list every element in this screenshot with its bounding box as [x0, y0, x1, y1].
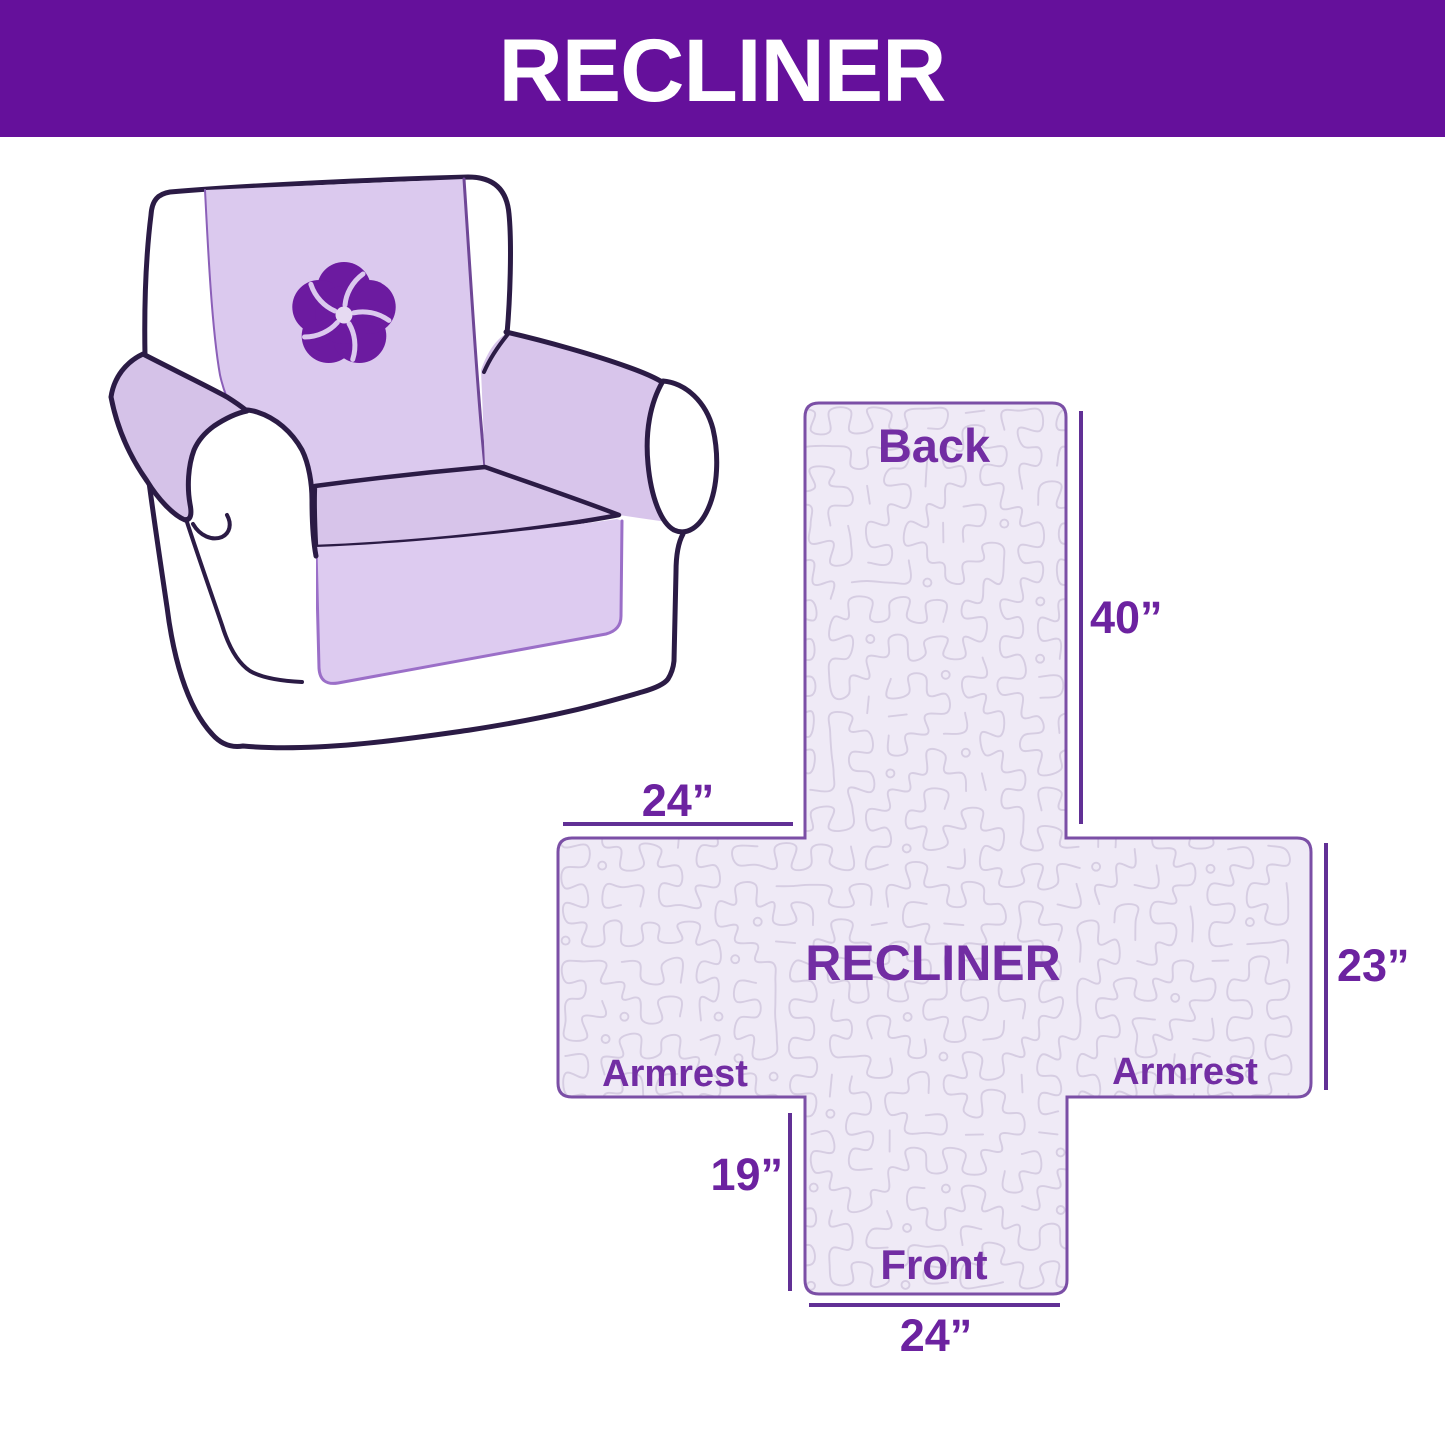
svg-text:40”: 40”: [1090, 592, 1163, 643]
svg-text:23”: 23”: [1337, 940, 1410, 991]
svg-text:RECLINER: RECLINER: [805, 935, 1061, 991]
svg-text:24”: 24”: [642, 775, 715, 826]
svg-text:19”: 19”: [710, 1149, 783, 1200]
svg-text:Armrest: Armrest: [1112, 1051, 1258, 1093]
svg-text:Back: Back: [878, 419, 991, 472]
svg-text:Front: Front: [880, 1241, 987, 1288]
svg-text:24”: 24”: [900, 1310, 973, 1361]
svg-text:RECLINER: RECLINER: [499, 20, 946, 120]
svg-text:Armrest: Armrest: [602, 1053, 748, 1095]
